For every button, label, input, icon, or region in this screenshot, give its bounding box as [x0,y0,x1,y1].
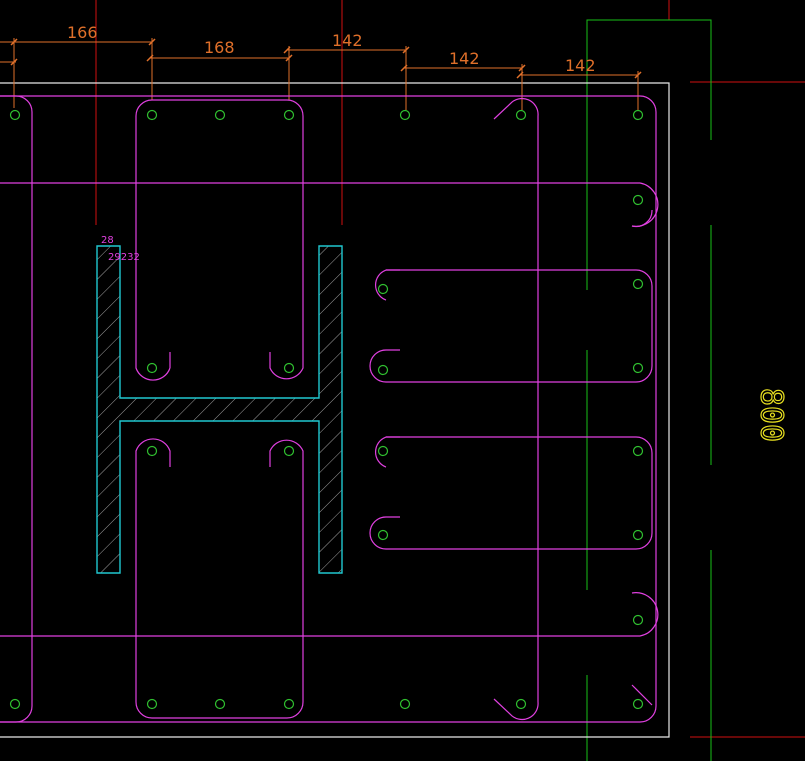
circle-icon [9,109,21,121]
green-outline [586,19,712,290]
tick-mark-icon [402,46,410,54]
circle-icon [377,445,389,457]
left-stirrup [0,95,33,723]
circle-icon [377,529,389,541]
circle-icon [214,109,226,121]
circle-icon [632,529,644,541]
rebar-dots [9,109,644,710]
axis-lines [95,0,805,738]
circle-icon [632,445,644,457]
dimension-ticks [10,38,642,79]
hook-a [374,269,400,301]
circle-icon [377,283,389,295]
cross-tie-bottom [0,592,659,637]
side-dimension-text: 800 [753,387,789,442]
circle-icon [399,109,411,121]
tick-mark-icon [285,54,293,62]
corner-hook-top [631,209,653,228]
tie-row-1 [369,269,653,383]
section-outline [0,82,670,738]
circle-icon [283,362,295,374]
dim-label: 142 [449,49,480,68]
circle-icon [146,109,158,121]
circle-icon [632,614,644,626]
hook-b [374,436,400,468]
circle-icon [515,109,527,121]
circle-icon [399,698,411,710]
tick-mark-icon [10,38,18,46]
circle-icon [632,362,644,374]
cross-tie-top [0,182,659,227]
lower-u-stirrup [135,438,304,719]
tick-mark-icon [10,58,18,66]
circle-icon [283,109,295,121]
dimension-chain [0,38,639,110]
tick-mark-icon [516,71,524,79]
tick-mark-icon [148,38,156,46]
circle-icon [515,698,527,710]
circle-icon [283,698,295,710]
circle-icon [377,364,389,376]
circle-icon [632,698,644,710]
dim-label: 142 [565,56,596,75]
dimension-labels: 166 168 142 142 142 [67,23,596,75]
circle-icon [632,194,644,206]
tick-mark-icon [634,71,642,79]
tick-mark-icon [518,64,526,72]
outer-stirrup [0,95,657,723]
steel-mark: 28 [101,235,114,246]
upper-u-stirrup [135,99,304,381]
tick-mark-icon [400,64,408,72]
h-section-fill [96,245,343,574]
green-lines [586,19,712,761]
tie-row-2 [369,436,653,550]
circle-icon [146,698,158,710]
tick-mark-icon [283,46,291,54]
rebar [0,95,659,723]
dim-label: 142 [332,31,363,50]
circle-icon [214,698,226,710]
circle-icon [146,362,158,374]
steel-h-section: 28 29232 [96,235,343,574]
circle-icon [632,109,644,121]
vertical-tie [493,97,539,721]
side-dimension-value: 800 [754,388,789,442]
steel-section-label: 29232 [108,252,140,263]
tick-mark-icon [146,54,154,62]
circle-icon [9,698,21,710]
dim-label: 166 [67,23,98,42]
circle-icon [632,278,644,290]
circle-icon [146,445,158,457]
dim-label: 168 [204,38,235,57]
corner-hook-bottom [631,684,653,706]
circle-icon [283,445,295,457]
